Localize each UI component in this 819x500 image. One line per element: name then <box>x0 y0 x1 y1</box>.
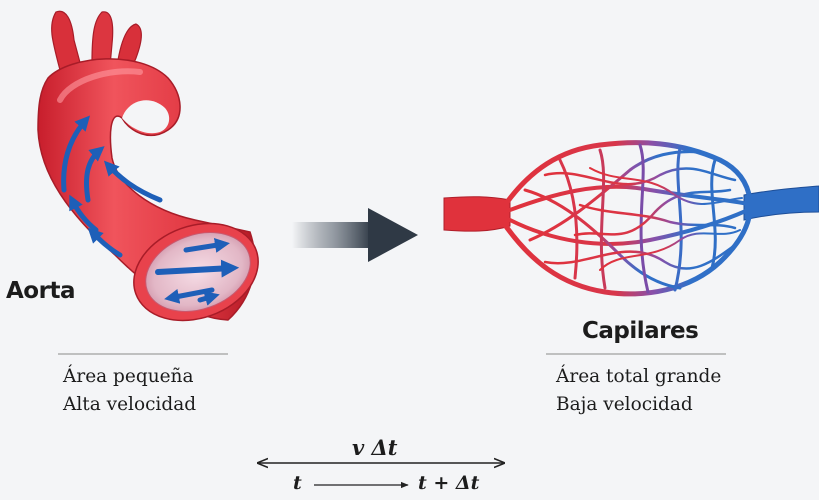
capillary-bed-illustration <box>443 140 819 297</box>
aorta-description: Área pequeña Alta velocidad <box>63 363 196 419</box>
capillaries-desc-line1: Área total grande <box>556 366 722 387</box>
aorta-illustration <box>37 10 259 322</box>
time-end-label: t + Δt <box>418 472 480 494</box>
capillaries-desc-line2: Baja velocidad <box>556 394 693 415</box>
capillaries-description: Área total grande Baja velocidad <box>556 363 721 419</box>
timeline <box>258 463 504 489</box>
distance-label: v Δt <box>352 435 398 460</box>
aorta-desc-line2: Alta velocidad <box>63 394 197 415</box>
aorta-desc-line1: Área pequeña <box>63 366 194 387</box>
transition-arrow <box>292 208 418 262</box>
aorta-label: Aorta <box>6 278 75 304</box>
time-start-label: t <box>293 472 302 494</box>
capillaries-label: Capilares <box>582 318 699 344</box>
